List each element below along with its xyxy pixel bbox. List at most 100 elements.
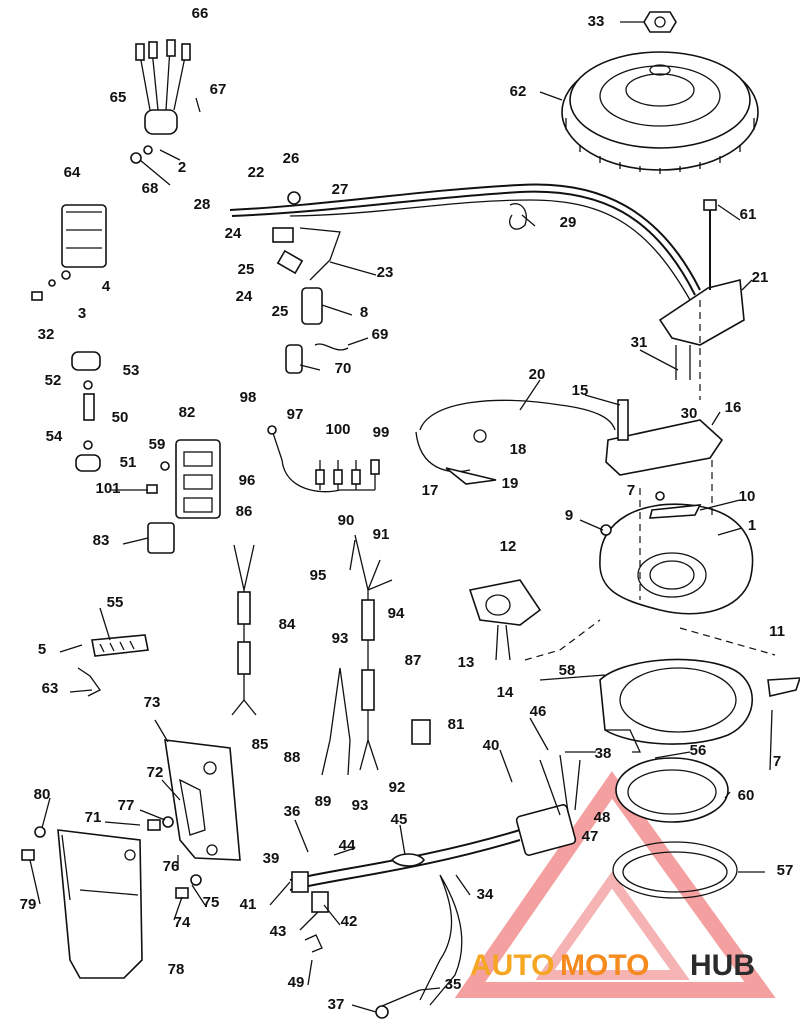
callout-83: 83 [93,532,110,549]
callout-18: 18 [510,441,527,458]
callout-75: 75 [203,894,220,911]
callout-19: 19 [502,475,519,492]
callout-79: 79 [20,896,37,913]
ring-gasket [615,757,729,823]
callout-98: 98 [240,389,257,406]
callout-62: 62 [510,83,527,100]
connector [411,719,431,745]
ignition-coil [658,199,745,380]
callout-7: 7 [773,753,781,770]
mounting-plate [599,658,753,753]
callout-59: 59 [149,436,166,453]
callout-91: 91 [373,526,390,543]
callout-99: 99 [373,424,390,441]
callout-33: 33 [588,13,605,30]
callout-58: 58 [559,662,576,679]
callout-14: 14 [497,684,514,701]
watermark-logo [454,771,776,998]
callout-69: 69 [372,326,389,343]
callout-26: 26 [283,150,300,167]
terminal-strip [77,634,149,697]
alignment-lines [639,300,713,600]
callout-23: 23 [377,264,394,281]
callout-60: 60 [738,787,755,804]
callout-25: 25 [272,303,289,320]
callout-38: 38 [595,745,612,762]
callout-45: 45 [391,811,408,828]
timer-base [415,399,724,485]
callout-97: 97 [287,406,304,423]
callout-5: 5 [38,641,46,658]
callout-31: 31 [631,334,648,351]
cover [57,829,143,979]
callout-82: 82 [179,404,196,421]
clip [509,203,527,230]
alignment-line-2 [524,619,601,661]
terminal-assembly [130,39,191,164]
watermark-text: AUTO MOTO HUB [470,949,755,982]
callout-95: 95 [310,567,327,584]
callout-10: 10 [739,488,756,505]
callout-53: 53 [123,362,140,379]
callout-86: 86 [236,503,253,520]
flywheel-nut [643,11,677,33]
callout-30: 30 [681,405,698,422]
callout-35: 35 [445,976,462,993]
callout-87: 87 [405,652,422,669]
callout-88: 88 [284,749,301,766]
jumper-harness [267,425,380,493]
charge-coil [468,579,542,661]
callout-81: 81 [448,716,465,733]
callout-70: 70 [335,360,352,377]
callout-92: 92 [389,779,406,796]
stator-plate [599,491,754,615]
callout-44: 44 [339,837,356,854]
callout-50: 50 [112,409,129,426]
callout-15: 15 [572,382,589,399]
callout-93: 93 [332,630,349,647]
callout-67: 67 [210,81,227,98]
retaining-ring [612,841,738,899]
callout-17: 17 [422,482,439,499]
callout-34: 34 [477,886,494,903]
callout-24: 24 [236,288,253,305]
callout-56: 56 [690,742,707,759]
callout-36: 36 [284,803,301,820]
callout-24: 24 [225,225,242,242]
callout-48: 48 [594,809,611,826]
watermark-hub: HUB [690,949,755,982]
screws-cover [21,816,202,899]
callout-57: 57 [777,862,794,879]
callout-47: 47 [582,828,599,845]
callout-55: 55 [107,594,124,611]
callout-22: 22 [248,164,265,181]
callout-94: 94 [388,605,405,622]
main-wiring-harness [289,754,581,1019]
callout-89: 89 [315,793,332,810]
callout-29: 29 [560,214,577,231]
callout-71: 71 [85,809,102,826]
callout-66: 66 [192,5,209,22]
callout-101: 101 [95,480,120,497]
callout-37: 37 [328,996,345,1013]
relay [147,522,175,554]
callout-20: 20 [529,366,546,383]
callout-16: 16 [725,399,742,416]
callout-93: 93 [352,797,369,814]
callout-12: 12 [500,538,517,555]
callout-46: 46 [530,703,547,720]
callout-51: 51 [120,454,137,471]
callout-72: 72 [147,764,164,781]
callout-84: 84 [279,616,296,633]
callout-63: 63 [42,680,59,697]
callout-41: 41 [240,896,257,913]
callout-27: 27 [332,181,349,198]
stator-harness [229,183,701,374]
callout-9: 9 [565,507,573,524]
flywheel [561,51,759,174]
power-pack [31,204,107,301]
callout-4: 4 [102,278,111,295]
callout-65: 65 [110,89,127,106]
